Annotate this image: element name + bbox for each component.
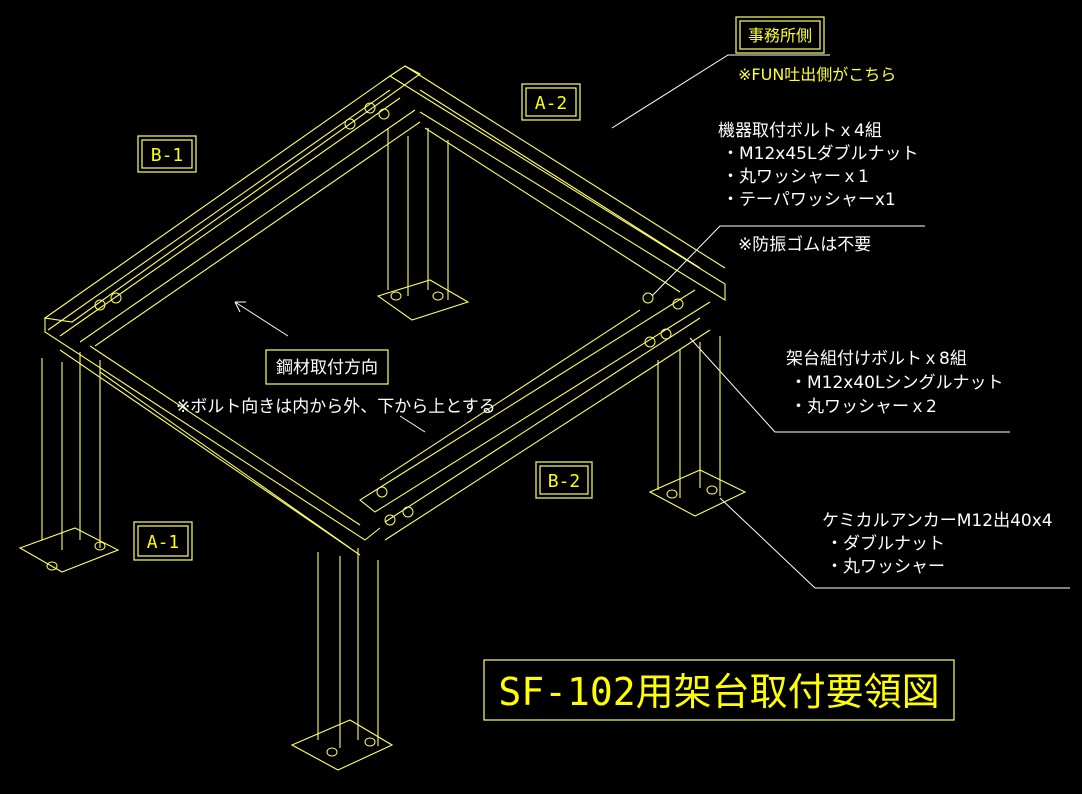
main-title: SF-102用架台取付要領図 [498, 670, 939, 714]
leader-frame-bolts [689, 337, 1010, 433]
label-a2: A-2 [521, 83, 581, 121]
note-equipment-bolts: 機器取付ボルトｘ4組 ・M12x45Lダブルナット ・丸ワッシャーｘ1 ・テーパ… [718, 121, 918, 255]
svg-text:事務所側: 事務所側 [748, 26, 812, 45]
label-a1: A-1 [133, 521, 193, 561]
svg-text:B-2: B-2 [548, 471, 581, 492]
note-anchor: ケミカルアンカーM12出40x4 ・ダブルナット ・丸ワッシャー [822, 511, 1053, 577]
beam-a1 [44, 318, 381, 541]
main-title-block: SF-102用架台取付要領図 [483, 659, 955, 721]
note-steel-direction: 鋼材取付方向 ※ボルト向きは内から外、下から上とする [176, 349, 496, 417]
beam-a2 [389, 75, 726, 301]
arrow-head [234, 301, 246, 313]
base-plate-back [376, 279, 470, 321]
svg-text:※防振ゴムは不要: ※防振ゴムは不要 [738, 234, 871, 255]
base-plate-left [18, 527, 120, 573]
leg-right [648, 336, 747, 517]
base-plate-front [290, 719, 394, 771]
leader-anchor [719, 497, 1070, 589]
svg-text:・M12x45Lダブルナット: ・M12x45Lダブルナット [722, 143, 918, 164]
leader-bolts [651, 225, 925, 297]
frame-structure [18, 65, 747, 771]
svg-text:・テーパワッシャーx1: ・テーパワッシャーx1 [722, 190, 896, 210]
svg-text:※FUN吐出側がこちら: ※FUN吐出側がこちら [738, 65, 896, 84]
svg-text:鋼材取付方向: 鋼材取付方向 [276, 358, 378, 378]
label-b2: B-2 [535, 461, 593, 499]
svg-text:機器取付ボルトｘ4組: 機器取付ボルトｘ4組 [718, 121, 882, 141]
base-plate-right [648, 469, 747, 517]
leader-office [611, 54, 830, 129]
svg-text:B-1: B-1 [151, 145, 184, 166]
leader-steel [399, 415, 426, 433]
leader-lines [234, 54, 1070, 589]
svg-text:・M12x40Lシングルナット: ・M12x40Lシングルナット [790, 373, 1003, 393]
svg-text:ケミカルアンカーM12出40x4: ケミカルアンカーM12出40x4 [822, 511, 1053, 531]
beam-b2 [359, 289, 711, 513]
svg-text:架台組付けボルトｘ8組: 架台組付けボルトｘ8組 [786, 349, 967, 369]
arrow-direction [234, 301, 289, 337]
leg-front [290, 548, 394, 771]
svg-text:A-2: A-2 [535, 93, 568, 114]
svg-text:・丸ワッシャーｘ1: ・丸ワッシャーｘ1 [722, 167, 869, 187]
svg-text:・丸ワッシャーｘ2: ・丸ワッシャーｘ2 [790, 397, 937, 417]
beam-b1 [43, 65, 422, 323]
svg-text:・ダブルナット: ・ダブルナット [826, 533, 945, 554]
bolt-holes [94, 102, 684, 526]
leg-left [18, 352, 120, 573]
leg-back [376, 128, 470, 321]
note-office: 事務所側 ※FUN吐出側がこちら [735, 16, 896, 84]
svg-text:・丸ワッシャー: ・丸ワッシャー [826, 557, 945, 577]
note-frame-bolts: 架台組付けボルトｘ8組 ・M12x40Lシングルナット ・丸ワッシャーｘ2 [786, 349, 1003, 417]
svg-text:A-1: A-1 [147, 532, 180, 553]
label-b1: B-1 [137, 135, 197, 173]
svg-text:※ボルト向きは内から外、下から上とする: ※ボルト向きは内から外、下から上とする [176, 397, 496, 417]
